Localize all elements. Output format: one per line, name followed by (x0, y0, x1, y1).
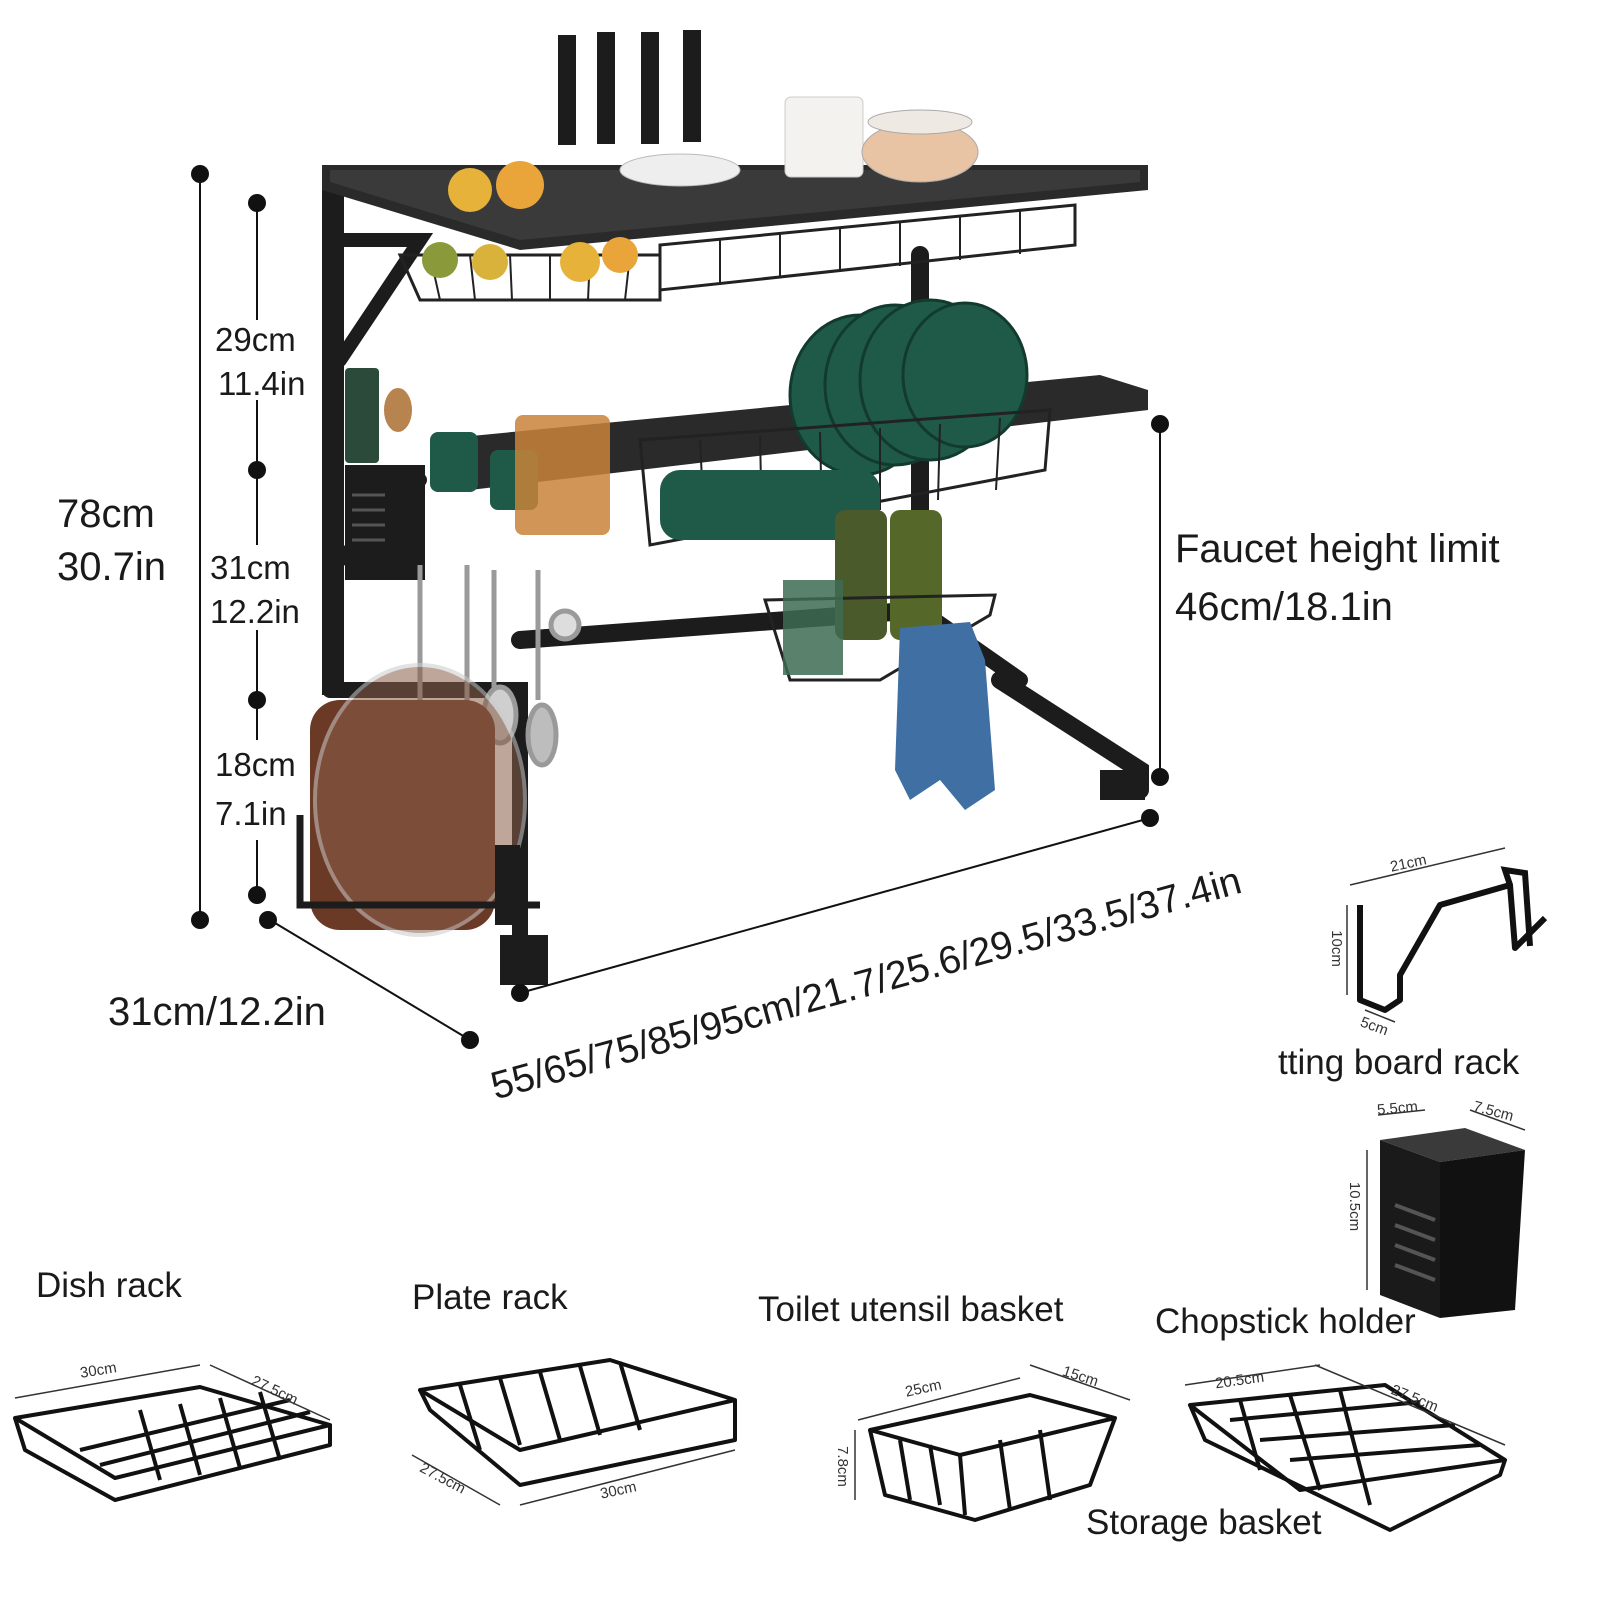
plate-rack-label: Plate rack (412, 1278, 568, 1317)
sponge-basket-and-towel (762, 510, 997, 810)
chopstick-holder-label: Chopstick holder (1155, 1302, 1416, 1341)
dimension-dot (248, 461, 266, 479)
dimension-dot (1151, 768, 1169, 786)
cutting-board-and-lid (296, 663, 540, 937)
faucet-height-value: 46cm/18.1in (1175, 585, 1393, 629)
depth-label: 31cm/12.2in (108, 990, 326, 1034)
tier-top-in: 11.4in (218, 365, 306, 402)
dimension-dot (248, 194, 266, 212)
dimension-dot (248, 886, 266, 904)
total-height-cm: 78cm (57, 492, 155, 536)
storage-basket-label: Storage basket (1086, 1503, 1322, 1542)
dimension-dot (1151, 415, 1169, 433)
dimension-dot (461, 1031, 479, 1049)
cutting-board-rack-label: tting board rack (1278, 1043, 1520, 1082)
faucet-height-title: Faucet height limit (1175, 527, 1500, 571)
depth-line (269, 919, 471, 1041)
top-shelf (322, 30, 1148, 302)
tier-top-cm: 29cm (215, 321, 296, 358)
dimension-dot (191, 165, 209, 183)
utensil-basket-height: 7.8cm (833, 1446, 851, 1487)
tier-middle-in: 12.2in (210, 593, 300, 630)
middle-shelf (345, 298, 1148, 580)
dimension-dot (259, 911, 277, 929)
tier-bottom-cm: 18cm (215, 746, 296, 783)
tier-middle-cm: 31cm (210, 549, 291, 586)
dimension-dot (511, 984, 529, 1002)
dish-rack-label: Dish rack (36, 1266, 182, 1305)
dimension-dot (191, 911, 209, 929)
total-height-in: 30.7in (57, 545, 166, 589)
utensil-basket-label: Toilet utensil basket (758, 1290, 1064, 1329)
dimension-dot (248, 691, 266, 709)
tier-bottom-in: 7.1in (215, 795, 287, 832)
dimension-dot (1141, 809, 1159, 827)
width-line (519, 817, 1151, 994)
